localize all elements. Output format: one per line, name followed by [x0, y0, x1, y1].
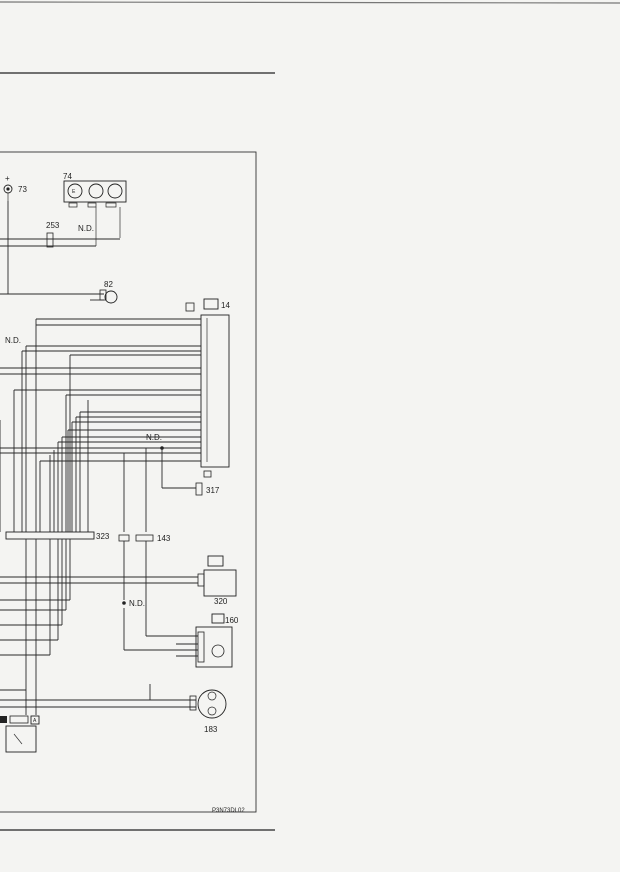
component-82: 82 [90, 280, 118, 304]
label-73: 73 [18, 185, 27, 194]
splice-dot [122, 601, 126, 605]
sensor-icon [197, 689, 227, 719]
label-317: 317 [206, 486, 220, 495]
gauge-icon [67, 183, 83, 199]
component-74: 74 E [63, 172, 127, 238]
svg-text:E: E [72, 189, 76, 195]
motor-icon [211, 644, 225, 658]
sensor-icon [104, 290, 118, 304]
module-box [195, 626, 233, 668]
tag-a-icon [185, 302, 195, 312]
nd-label: N.D. [78, 224, 94, 233]
label-183: 183 [204, 725, 218, 734]
wires-to-14 [0, 318, 201, 462]
nd-label: N.D. [5, 336, 21, 345]
component-73: + 73 [3, 174, 27, 201]
label-14: 14 [221, 301, 230, 310]
label-320: 320 [214, 597, 228, 606]
tag-a-icon [30, 715, 40, 725]
module-box [203, 569, 237, 597]
diagram-frame [0, 151, 257, 813]
component-bottom-left: B A [0, 715, 40, 753]
nd-label: N.D. [129, 599, 145, 608]
lower-harness [0, 539, 198, 715]
instrument-box [63, 180, 127, 203]
component-160: 160 [176, 613, 239, 668]
svg-text:A: A [33, 718, 37, 724]
gauge-icon [107, 183, 123, 199]
label-82: 82 [104, 280, 113, 289]
harness-verticals [0, 319, 163, 532]
switch-box [5, 725, 37, 753]
tag-b-icon [203, 470, 212, 478]
connector-strip [5, 531, 95, 540]
tag-b-icon [0, 716, 7, 723]
component-320: 320 [197, 555, 237, 606]
component-143: 143 [118, 534, 171, 543]
label-74: 74 [63, 172, 72, 181]
connector-14: 14 [185, 298, 230, 468]
component-253: 253 N.D. [0, 207, 120, 248]
component-183: 183 [189, 689, 227, 734]
ecu-icon [207, 555, 224, 567]
label-143: 143 [157, 534, 171, 543]
label-253: 253 [46, 221, 60, 230]
relay-icon [211, 613, 225, 624]
connector-icon [46, 232, 54, 248]
ecu-pin-block [200, 314, 230, 468]
label-160: 160 [225, 616, 239, 625]
component-317: 317 [162, 470, 220, 496]
plus-sign-label: + [5, 174, 10, 183]
top-edge-line [0, 1, 620, 4]
ecu-icon [203, 298, 219, 310]
drawing-code: P3N73DL02 [212, 808, 245, 814]
nd-label: N.D. [146, 433, 162, 442]
label-323: 323 [96, 532, 110, 541]
gauge-icon [88, 183, 104, 199]
connector-icon [195, 482, 203, 496]
svg-text:B: B [1, 718, 5, 724]
